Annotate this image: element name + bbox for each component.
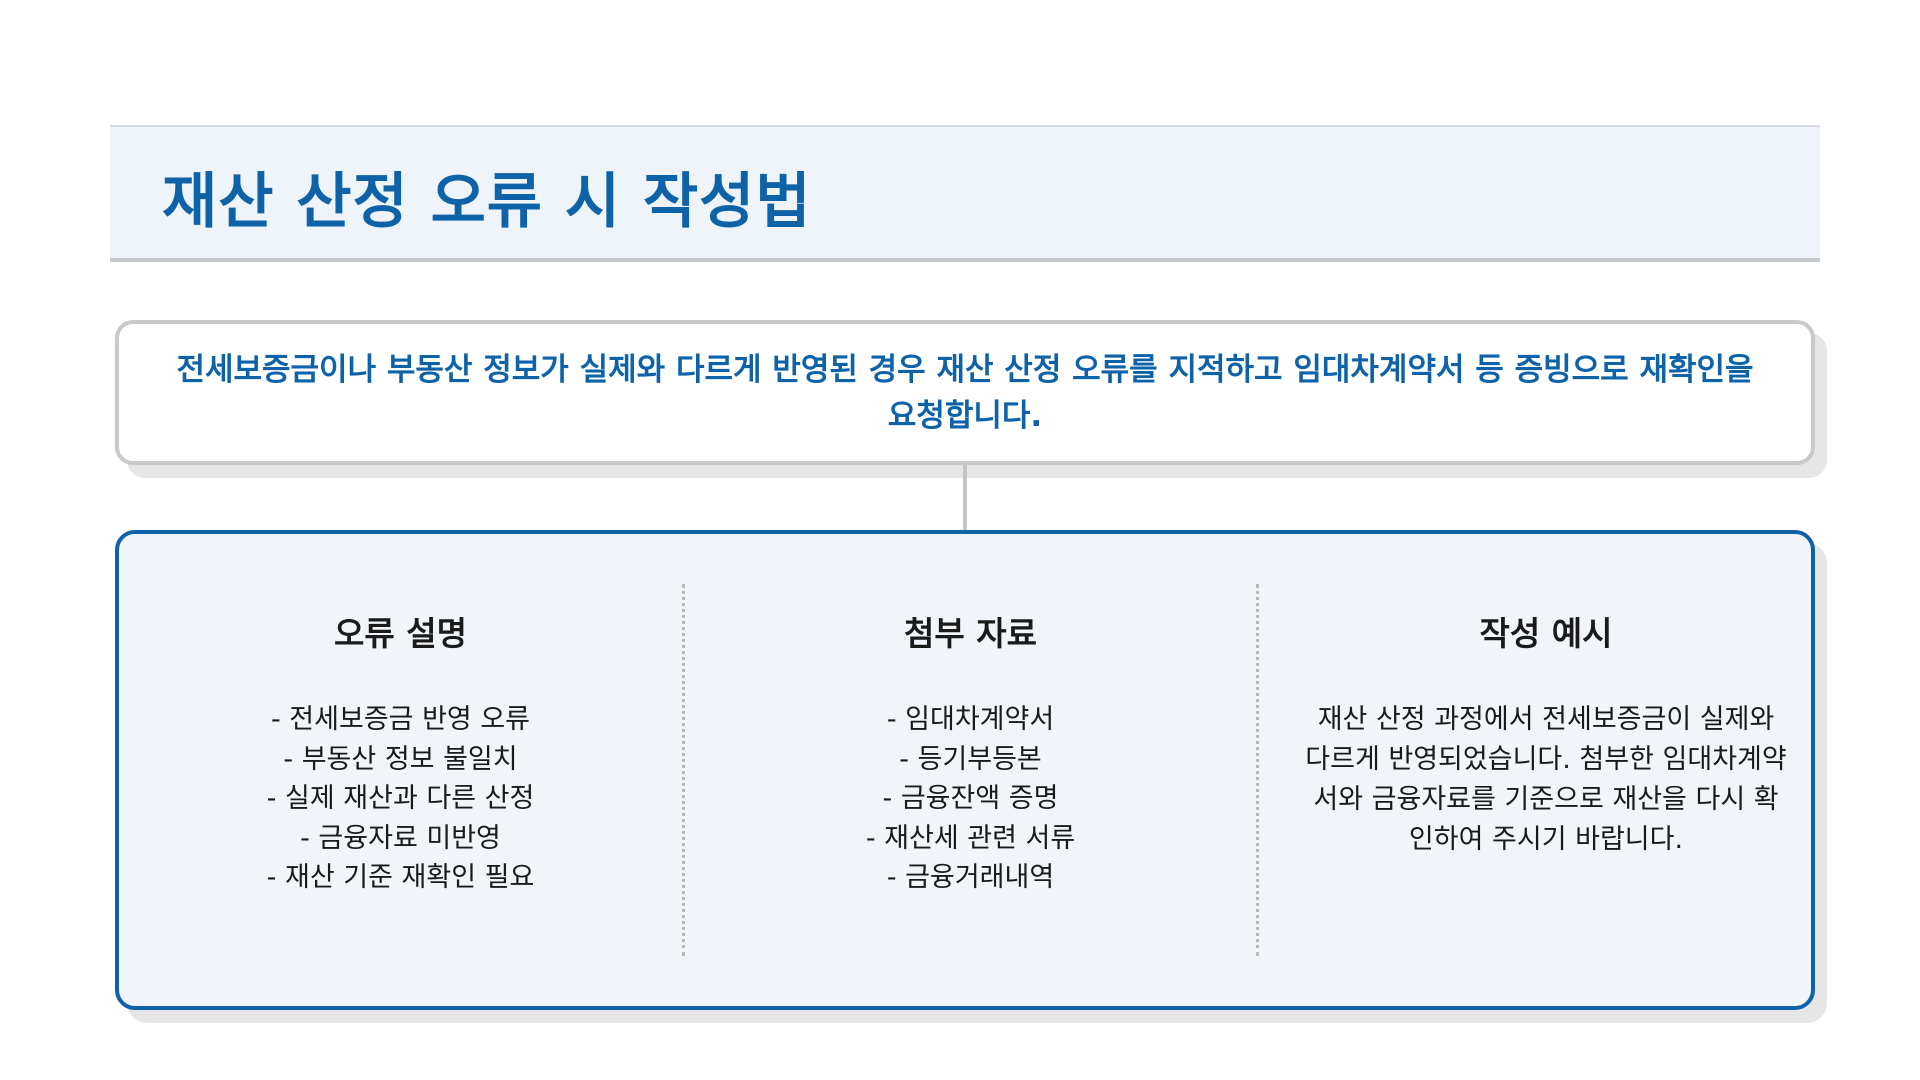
list-item: - 등기부등본	[899, 743, 1042, 775]
list-item: - 금융자료 미반영	[300, 822, 501, 854]
list-item: - 임대차계약서	[886, 704, 1055, 735]
list-item: - 재산 기준 재확인 필요	[266, 862, 535, 893]
page-title: 재산 산정 오류 시 작성법	[162, 167, 812, 237]
connector-line	[963, 465, 967, 531]
list-item: - 재산세 관련 서류	[865, 822, 1076, 854]
list-item: - 금융잔액 증명	[882, 783, 1059, 814]
detail-panel: 오류 설명 - 전세보증금 반영 오류 - 부동산 정보 불일치 - 실제 재산…	[115, 530, 1815, 1010]
column-heading: 오류 설명	[334, 614, 467, 653]
column-error-description: 오류 설명 - 전세보증금 반영 오류 - 부동산 정보 불일치 - 실제 재산…	[119, 614, 682, 898]
example-text: 재산 산정 과정에서 전세보증금이 실제와 다르게 반영되었습니다. 첨부한 임…	[1305, 704, 1787, 855]
summary-box: 전세보증금이나 부동산 정보가 실제와 다르게 반영된 경우 재산 산정 오류를…	[115, 320, 1815, 465]
list-item: - 실제 재산과 다른 산정	[266, 783, 535, 814]
column-divider-1	[682, 584, 685, 956]
column-heading: 작성 예시	[1479, 614, 1613, 653]
title-band: 재산 산정 오류 시 작성법	[110, 125, 1820, 262]
summary-text: 전세보증금이나 부동산 정보가 실제와 다르게 반영된 경우 재산 산정 오류를…	[176, 351, 1754, 434]
attachment-list: - 임대차계약서 - 등기부등본 - 금융잔액 증명 - 재산세 관련 서류 -…	[685, 700, 1256, 898]
list-item: - 부동산 정보 불일치	[283, 743, 518, 775]
column-example: 작성 예시 재산 산정 과정에서 전세보증금이 실제와 다르게 반영되었습니다.…	[1301, 614, 1791, 860]
column-attachments: 첨부 자료 - 임대차계약서 - 등기부등본 - 금융잔액 증명 - 재산세 관…	[685, 614, 1256, 898]
list-item: - 전세보증금 반영 오류	[270, 704, 531, 735]
error-list: - 전세보증금 반영 오류 - 부동산 정보 불일치 - 실제 재산과 다른 산…	[119, 700, 682, 898]
list-item: - 금융거래내역	[886, 862, 1055, 893]
column-heading: 첨부 자료	[904, 614, 1037, 653]
column-divider-2	[1256, 584, 1259, 956]
